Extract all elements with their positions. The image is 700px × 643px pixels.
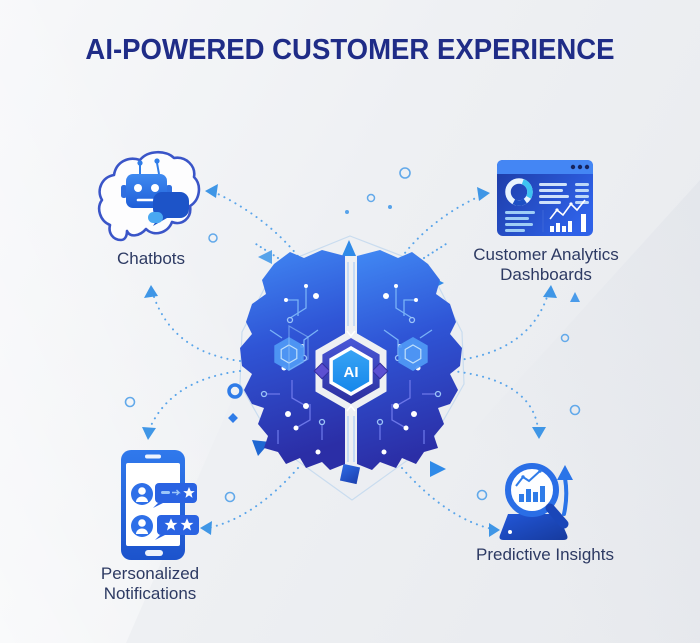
page-title: AI-POWERED CUSTOMER EXPERIENCE	[85, 34, 615, 66]
phone-speaker	[145, 454, 161, 459]
node-predictive	[490, 452, 590, 551]
star-icon	[164, 518, 178, 531]
decor-dotted-accent	[423, 243, 447, 259]
brain-illustration: AI	[240, 250, 462, 470]
node-label-phone: Personalized Notifications	[100, 564, 200, 604]
node-label-predictive: Predictive Insights	[476, 545, 614, 564]
donut-chart-icon	[505, 178, 533, 206]
decor-square	[339, 463, 361, 485]
star-icon	[180, 518, 194, 531]
arrowhead-icon	[205, 184, 218, 198]
magnifier-base	[499, 514, 568, 540]
connector-right-up	[451, 293, 549, 362]
connector-left-up	[152, 293, 241, 362]
arrowhead-icon	[489, 523, 500, 537]
magnifier-lens	[505, 463, 559, 517]
arrowhead-icon	[532, 427, 546, 439]
bar-line-chart-icon	[549, 199, 586, 232]
decor-triangle	[342, 240, 356, 256]
connector-left-down	[148, 370, 241, 431]
magnifier-growth-chart-icon	[499, 463, 573, 540]
node-label-dashboards: Customer Analytics Dashboards	[473, 245, 619, 285]
robot-speech-bubble-icon	[97, 150, 201, 242]
connector-to-phone	[207, 467, 299, 529]
decor-circle	[476, 489, 488, 501]
up-arrow-icon	[557, 465, 573, 516]
connector-arrowheads	[142, 184, 557, 537]
ai-chip-diamond-right	[371, 362, 389, 380]
ai-chip-label: AI	[344, 364, 359, 381]
decor-diamond	[228, 413, 238, 423]
decor-circle	[224, 491, 236, 503]
dashboard-titlebar	[497, 160, 593, 174]
arrowhead-icon	[200, 521, 212, 535]
connector-to-predictive	[401, 467, 493, 530]
decor-circle	[560, 333, 570, 343]
notification-tag	[153, 483, 197, 508]
ai-chip: AI	[313, 330, 389, 412]
node-label-chatbots: Chatbots	[116, 249, 186, 268]
magnifier-handle	[545, 503, 569, 529]
ai-chip-chevron-bottom	[346, 404, 356, 412]
brain-circuits-right	[376, 286, 442, 444]
decor-triangle	[570, 292, 580, 302]
analytics-dashboard-icon	[497, 160, 593, 236]
node-chatbots	[93, 148, 211, 253]
arrowhead-icon	[144, 285, 158, 298]
notification-tag	[155, 515, 199, 540]
brain-hexagon-right	[398, 337, 428, 371]
connector-right-down	[451, 370, 539, 430]
star-icon	[183, 487, 195, 498]
ai-chip-chevron-top	[346, 330, 356, 338]
arrowhead-icon	[142, 427, 156, 440]
decor-dot	[345, 210, 349, 214]
decor-ring	[227, 383, 243, 399]
window-dots-icon	[570, 164, 590, 170]
avatar	[131, 515, 153, 537]
phone-home-button	[145, 550, 163, 556]
decor-triangle	[258, 250, 272, 264]
brain-center-gap-traces	[347, 262, 355, 462]
decor-circle	[124, 396, 136, 408]
ai-chip-diamond-left	[313, 362, 331, 380]
decor-triangle	[430, 461, 446, 477]
avatar	[131, 483, 153, 505]
decor-circle	[208, 233, 218, 243]
node-dashboards	[495, 158, 595, 243]
ai-chip-hexagon	[329, 345, 373, 397]
decor-circle	[569, 404, 581, 416]
chat-bubble-icon	[148, 192, 189, 226]
decor-dotted-accent	[255, 243, 279, 259]
brain-hexagon-left	[274, 324, 309, 372]
smartphone-notifications-icon	[121, 450, 199, 560]
decor-circle	[366, 193, 376, 203]
decor-dot	[388, 205, 392, 209]
decor-circle	[399, 167, 411, 179]
arrowhead-icon	[543, 285, 557, 298]
arrowhead-icon	[477, 187, 490, 201]
node-phone	[105, 448, 205, 567]
